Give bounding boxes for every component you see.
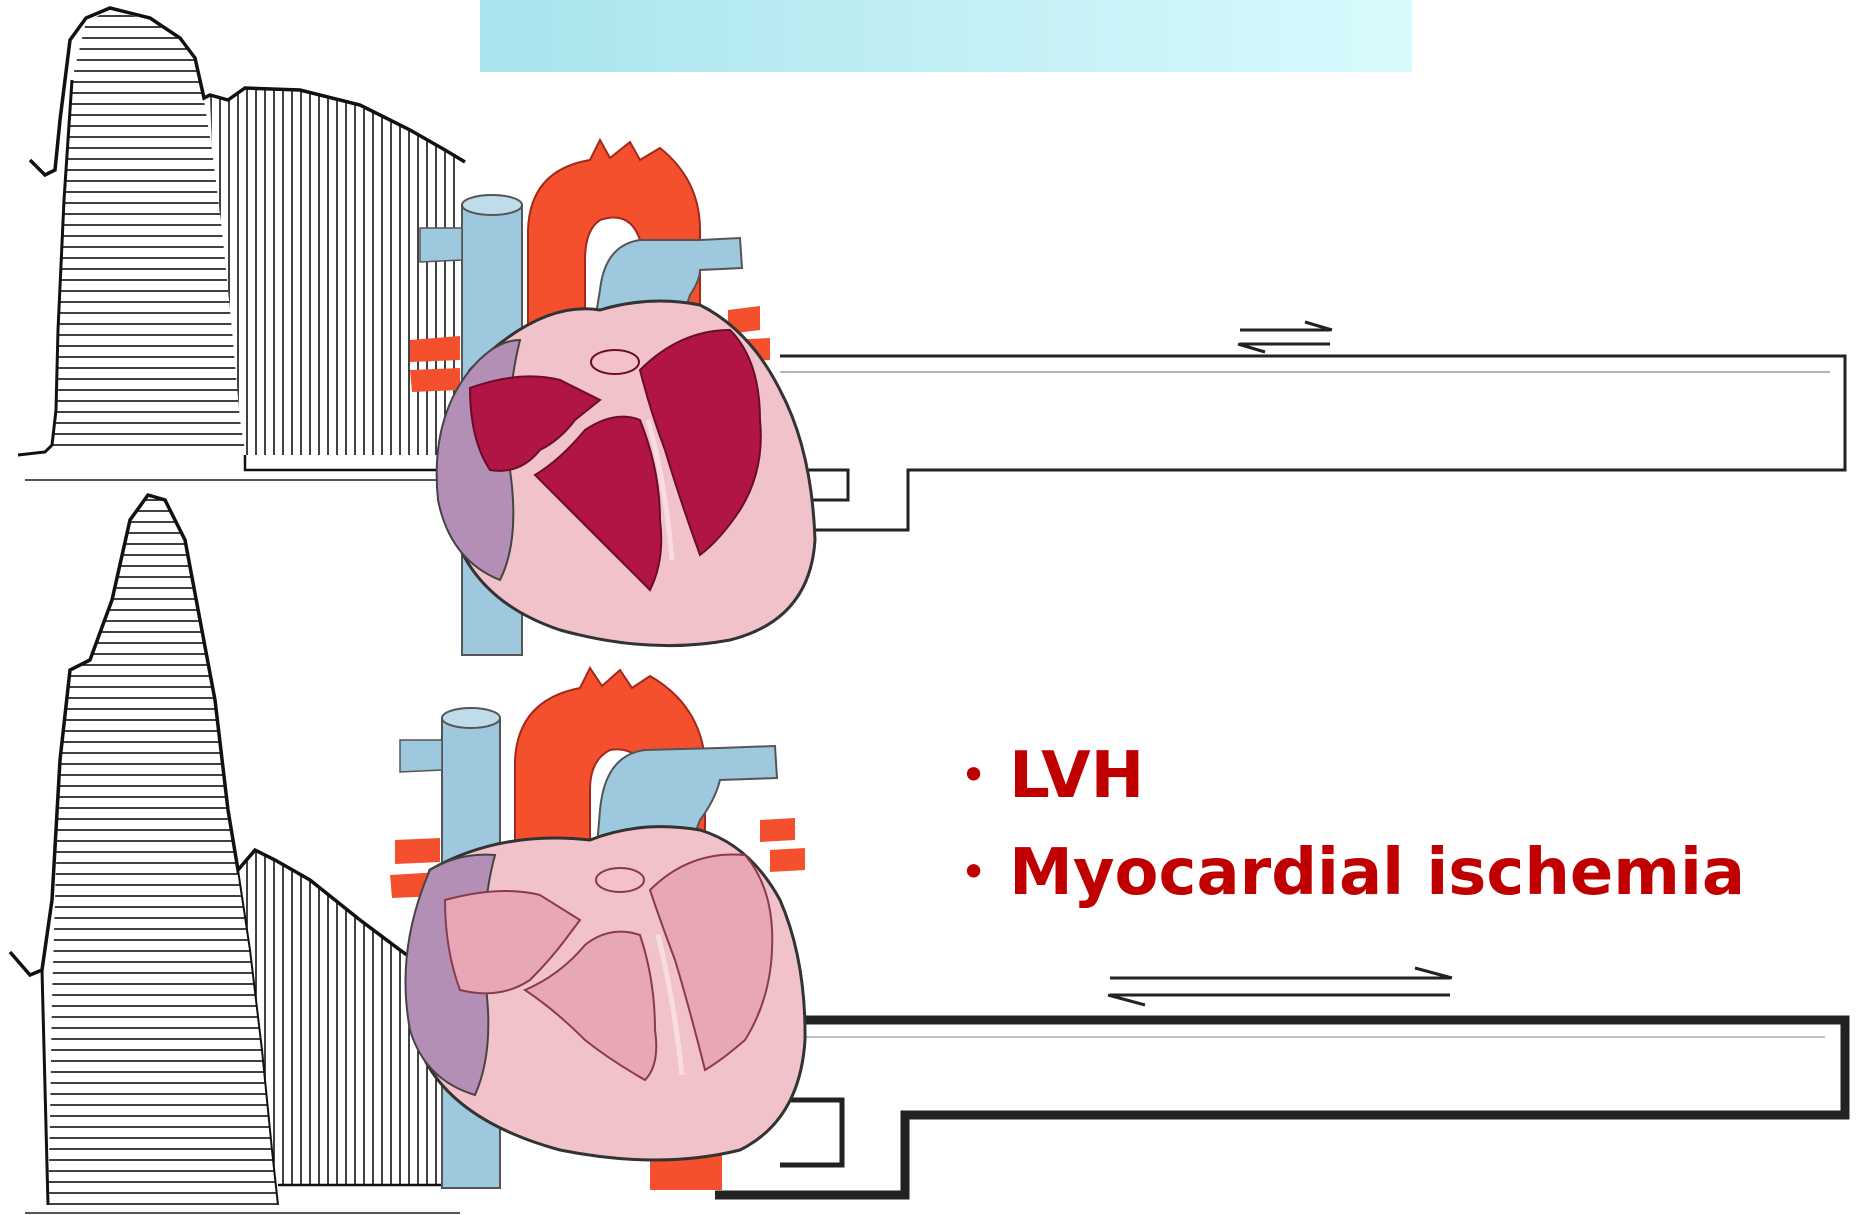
bottom-flow-arrows-icon [1108,968,1452,1005]
bullet-item-myocardial-ischemia: • Myocardial ischemia [960,827,1745,924]
bullet-list: • LVH • Myocardial ischemia [960,730,1745,924]
top-flow-arrows-icon [1238,322,1332,352]
bottom-coronary-tube-icon [715,1020,1845,1195]
bullet-text: Myocardial ischemia [1009,836,1745,910]
title-band [480,0,1412,72]
bullet-item-lvh: • LVH [960,730,1745,827]
top-heart-cross-section-icon [410,140,815,655]
top-coronary-tube-icon [780,356,1845,530]
bullet-text: LVH [1009,739,1144,813]
top-pressure-waveform-icon [18,8,470,480]
bottom-pressure-waveform-icon [10,495,460,1213]
bottom-heart-cross-section-icon [390,668,805,1190]
bullet-marker: • [960,845,987,899]
bullet-marker: • [960,748,987,802]
